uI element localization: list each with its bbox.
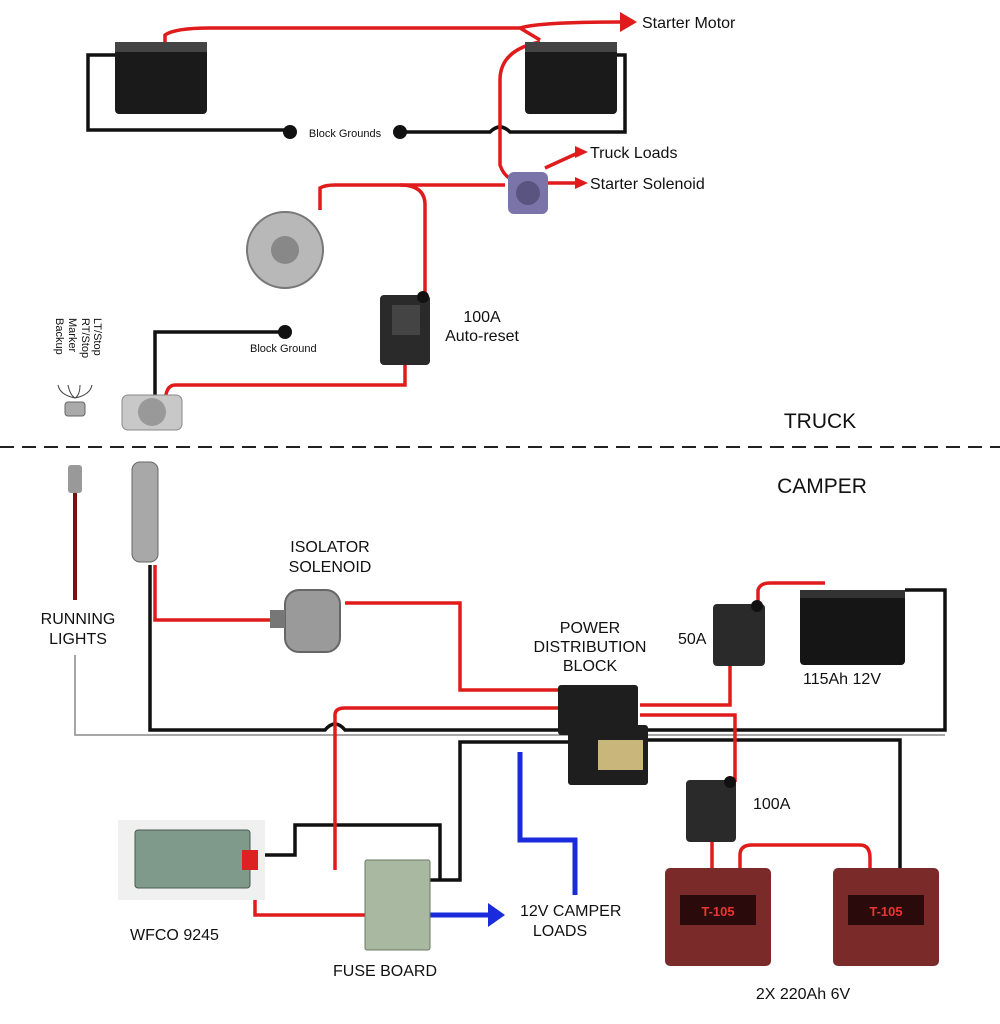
circuit-breaker-100a-auto-icon	[380, 291, 430, 365]
power-distribution-block-icon	[558, 685, 648, 785]
trojan-brand: T-105	[701, 904, 734, 919]
block-ground-dot	[278, 325, 292, 339]
house-battery-icon	[800, 590, 905, 665]
positive-wires	[153, 20, 872, 917]
block-ground-dot	[393, 125, 407, 139]
trojan-battery-2: T-105	[833, 868, 939, 966]
label-distribution: DISTRIBUTION	[534, 639, 647, 656]
running-lights-plug-icon	[68, 465, 82, 493]
truck-battery-1	[115, 42, 207, 114]
label-fuse-board: FUSE BOARD	[333, 963, 437, 980]
label-trojan: 2X 220Ah 6V	[756, 986, 851, 1003]
label-camper: CAMPER	[777, 475, 867, 498]
circuit-breaker-100a-icon	[686, 776, 736, 842]
label-power: POWER	[560, 620, 620, 637]
label-block: BLOCK	[563, 658, 618, 675]
label-12v-camper: 12V CAMPER	[520, 903, 621, 920]
isolator-solenoid-icon	[270, 589, 341, 653]
label-auto-reset: Auto-reset	[445, 328, 519, 345]
label-rt-stop: RT/Stop	[79, 318, 91, 358]
trojan-brand: T-105	[869, 904, 902, 919]
label-loads: LOADS	[533, 923, 587, 940]
load-wires	[430, 752, 578, 927]
label-100a-auto: 100A	[463, 309, 501, 326]
block-ground-dot	[283, 125, 297, 139]
starter-solenoid-icon	[508, 172, 548, 214]
alternator-icon	[246, 211, 324, 289]
truck-battery-2	[525, 42, 617, 114]
truck-trailer-socket-icon	[121, 394, 183, 431]
label-wfco: WFCO 9245	[130, 927, 219, 944]
fuse-board-icon	[364, 859, 431, 951]
camper-plug-icon	[131, 461, 159, 563]
label-truck: TRUCK	[784, 410, 856, 433]
trojan-battery-1: T-105	[665, 868, 771, 966]
running-lights-ground	[74, 655, 945, 736]
label-truck-loads: Truck Loads	[590, 145, 677, 162]
label-solenoid: SOLENOID	[289, 559, 372, 576]
wfco-converter-icon	[118, 820, 265, 900]
label-50a: 50A	[678, 631, 707, 648]
label-block-grounds: Block Grounds	[309, 128, 382, 140]
label-lights: LIGHTS	[49, 631, 107, 648]
label-starter-motor: Starter Motor	[642, 15, 736, 32]
label-isolator: ISOLATOR	[290, 539, 369, 556]
label-lt-stop: LT/Stop	[91, 318, 103, 356]
circuit-breaker-50a-icon	[713, 600, 765, 666]
label-starter-solenoid: Starter Solenoid	[590, 176, 705, 193]
label-100a: 100A	[753, 796, 791, 813]
label-marker: Marker	[66, 318, 78, 353]
label-house-battery: 115Ah 12V	[803, 671, 881, 688]
label-block-ground: Block Ground	[250, 343, 317, 355]
label-backup: Backup	[53, 318, 65, 355]
trailer-wire-connector-icon	[57, 384, 93, 417]
arrow-heads	[575, 12, 637, 189]
label-running: RUNNING	[41, 611, 116, 628]
